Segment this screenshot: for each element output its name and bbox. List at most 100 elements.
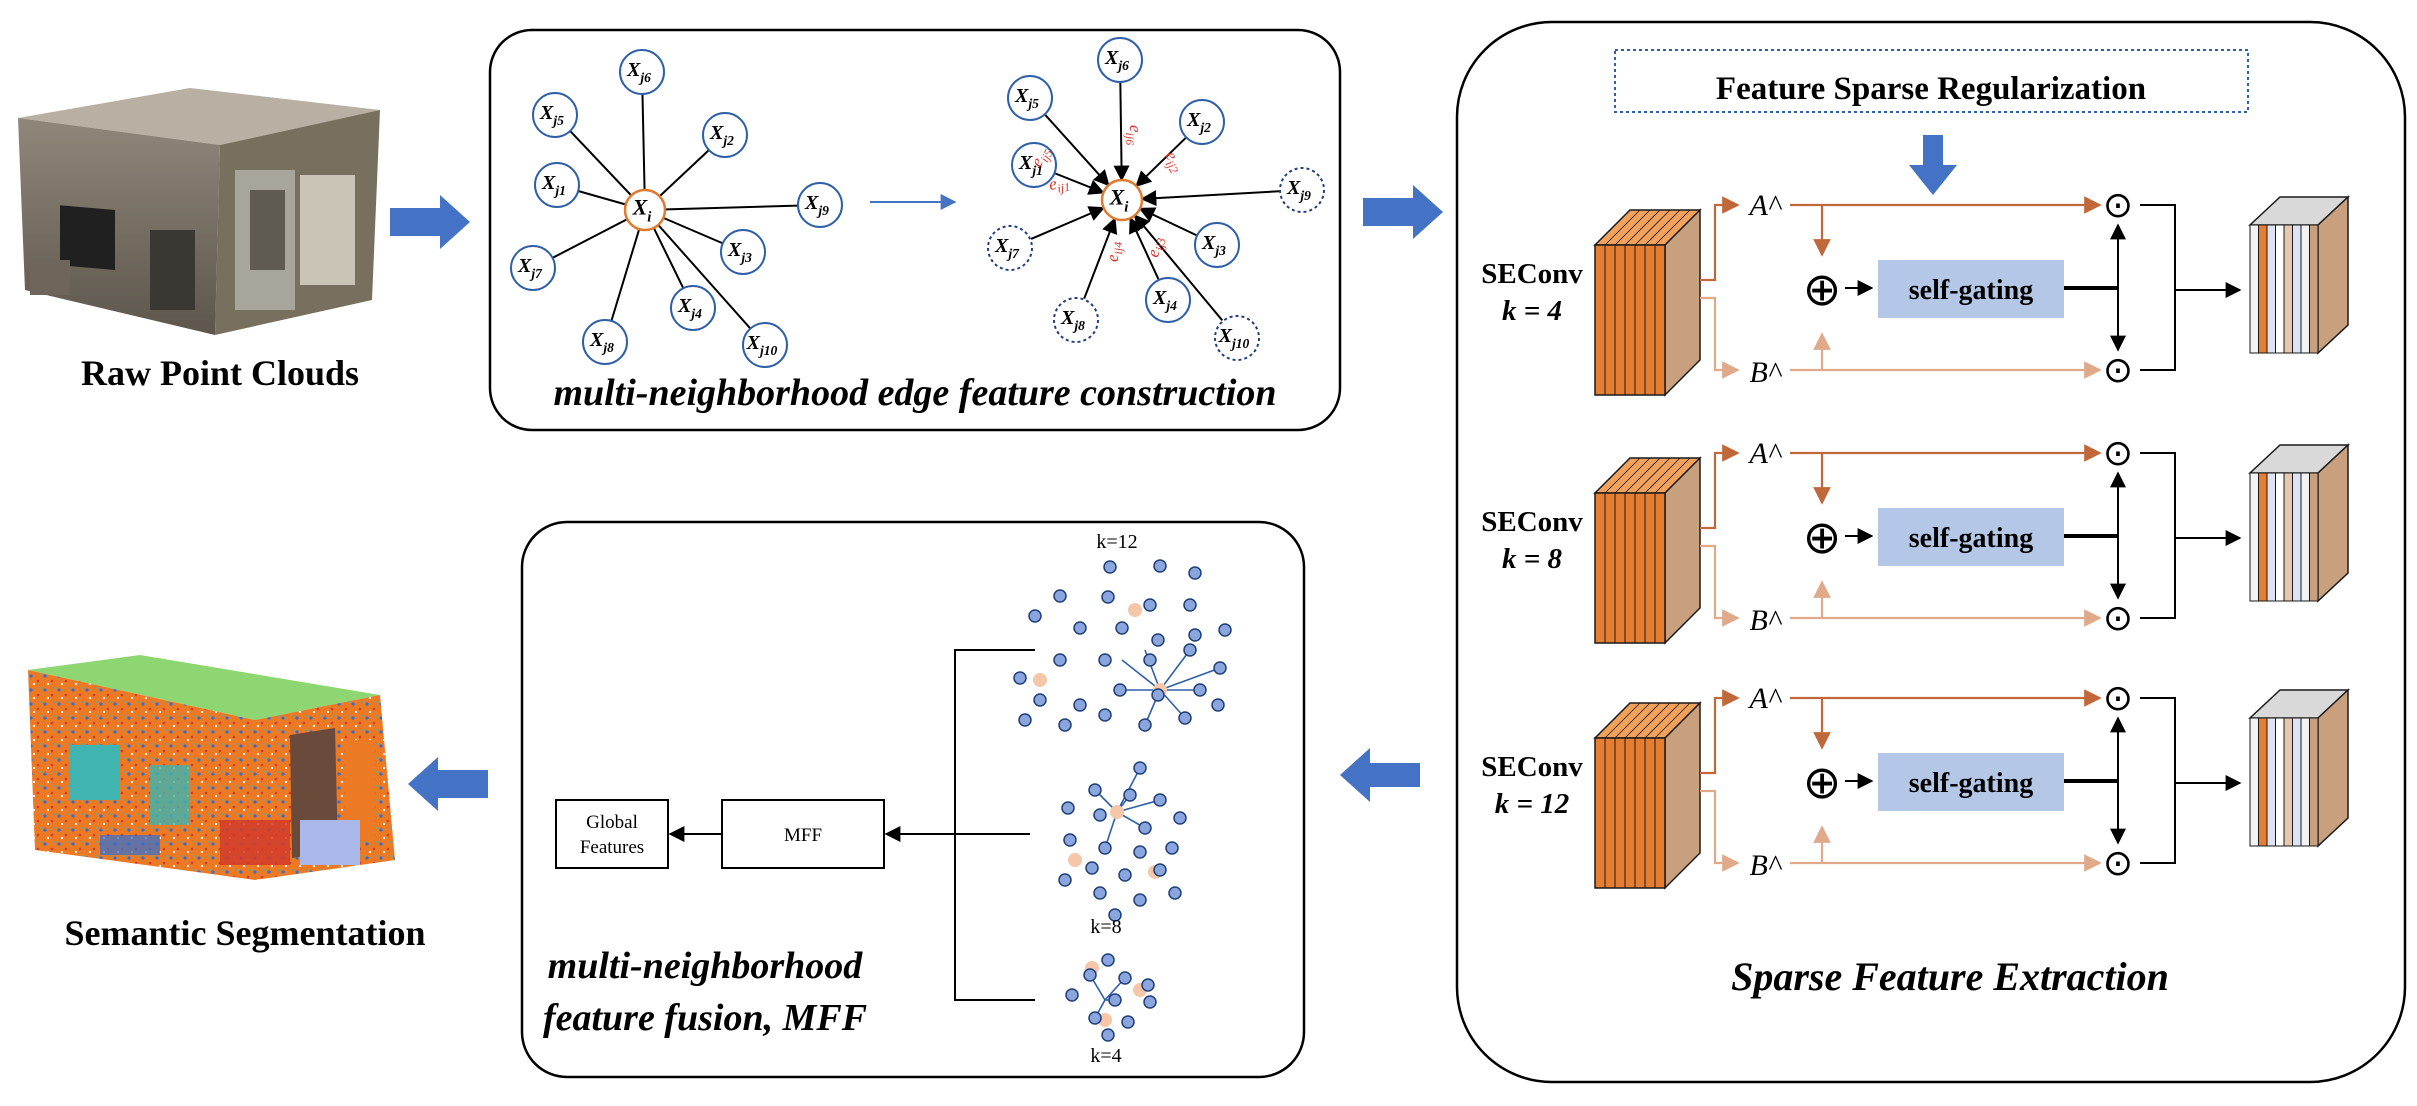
highlight-point	[1033, 673, 1047, 687]
neighbor-node	[720, 229, 766, 275]
input-cube-front	[1594, 492, 1666, 644]
odot-icon: ⊙	[2103, 350, 2133, 391]
output-stripe	[2266, 472, 2276, 602]
neighbor-node	[742, 322, 788, 368]
self-gating-box	[1878, 508, 2064, 566]
b-hat-label: B^	[1750, 849, 1783, 882]
b-hat-label: B^	[1750, 356, 1783, 389]
output-stripe	[2309, 717, 2319, 847]
point	[1153, 559, 1167, 573]
edge-line	[641, 71, 646, 211]
point	[1108, 993, 1122, 1007]
semantic-segmentation-image	[28, 655, 395, 880]
cube-stripe	[1604, 702, 1641, 739]
odot-icon: ⊙	[2103, 433, 2133, 474]
point	[1138, 718, 1152, 732]
cube-stripe	[1614, 702, 1651, 739]
output-stripe	[2283, 472, 2293, 602]
center-node	[623, 188, 667, 232]
neighbor-node	[797, 182, 843, 228]
output-stripe	[2258, 472, 2268, 602]
neighbor-node-label: Xj3	[1201, 232, 1226, 258]
point	[1093, 886, 1107, 900]
point	[1218, 623, 1232, 637]
output-stripe	[2275, 472, 2285, 602]
neighbor-node-label: Xj10	[1218, 325, 1250, 351]
point	[1018, 713, 1032, 727]
point	[1028, 609, 1042, 623]
neighbor-node-label: Xj5	[1014, 85, 1039, 111]
b-branch	[1700, 789, 1740, 872]
edge-weight-label: eij4	[1103, 242, 1125, 262]
edge-weight-label: eij3	[1143, 235, 1168, 259]
point	[1063, 833, 1077, 847]
neighbor-node-label: Xj7	[517, 255, 543, 281]
output-stripe	[2300, 717, 2310, 847]
edge-weight-label: eij6	[1123, 125, 1145, 145]
point	[1103, 560, 1117, 574]
point	[1151, 633, 1165, 647]
edge-line	[1138, 207, 1197, 237]
point	[1118, 868, 1132, 882]
point	[1141, 978, 1155, 992]
output-stripe	[2258, 224, 2268, 354]
point	[1143, 653, 1157, 667]
output-stripe	[2292, 224, 2302, 354]
output-stripe	[2283, 224, 2293, 354]
cube-stripe	[1604, 209, 1641, 246]
mff-box-label: MFF	[784, 825, 822, 846]
output-stripe	[2249, 717, 2259, 847]
edge-line	[1140, 190, 1280, 207]
arrow-edge-to-sparse	[1363, 185, 1443, 239]
neighbor-node	[987, 225, 1033, 271]
output-stripe	[2258, 717, 2268, 847]
output-stripe	[2309, 472, 2319, 602]
oplus-icon: ⊕	[1803, 262, 1842, 316]
point	[1101, 953, 1115, 967]
point	[1143, 995, 1157, 1009]
merge-bracket	[2140, 204, 2176, 371]
point	[1098, 708, 1112, 722]
output-stripe	[2283, 717, 2293, 847]
neighbor-node	[1279, 167, 1325, 213]
output-cube-side	[2317, 443, 2349, 603]
input-cube-front	[1594, 244, 1666, 396]
neighbor-node-label: Xj1	[541, 172, 566, 198]
neighbor-node	[1179, 99, 1225, 145]
edge-line	[1083, 217, 1118, 299]
neighbor-node-label: Xj7	[994, 235, 1020, 261]
output-stripe	[2292, 717, 2302, 847]
point	[1153, 793, 1167, 807]
output-stripe	[2309, 224, 2319, 354]
point	[1053, 653, 1067, 667]
center-node-label: Xi	[1109, 185, 1130, 216]
point	[1121, 1015, 1135, 1029]
point	[1138, 821, 1152, 835]
point	[1193, 683, 1207, 697]
a-branch	[1700, 196, 1740, 282]
point	[1118, 971, 1132, 985]
odot-icon: ⊙	[2103, 678, 2133, 719]
merge-bracket	[2140, 452, 2176, 619]
neighbor-node	[1194, 222, 1240, 268]
center-node-label: Xi	[632, 195, 653, 226]
neighbor-node	[1011, 142, 1057, 188]
highlight-point	[1128, 603, 1142, 617]
point	[1108, 908, 1122, 922]
point	[1013, 671, 1027, 685]
neighbor-node-label: Xj8	[1060, 307, 1085, 333]
point	[1133, 845, 1147, 859]
cube-stripe	[1634, 457, 1671, 494]
neighbor-node-label: Xj8	[589, 329, 614, 355]
neighbor-node	[510, 245, 556, 291]
point	[1173, 811, 1187, 825]
neighbor-node	[1214, 315, 1260, 361]
b-hat-label: B^	[1750, 604, 1783, 637]
k8-point-graph	[1058, 761, 1187, 922]
point	[1183, 598, 1197, 612]
point	[1058, 718, 1072, 732]
neighbor-node-label: Xj2	[709, 122, 734, 148]
